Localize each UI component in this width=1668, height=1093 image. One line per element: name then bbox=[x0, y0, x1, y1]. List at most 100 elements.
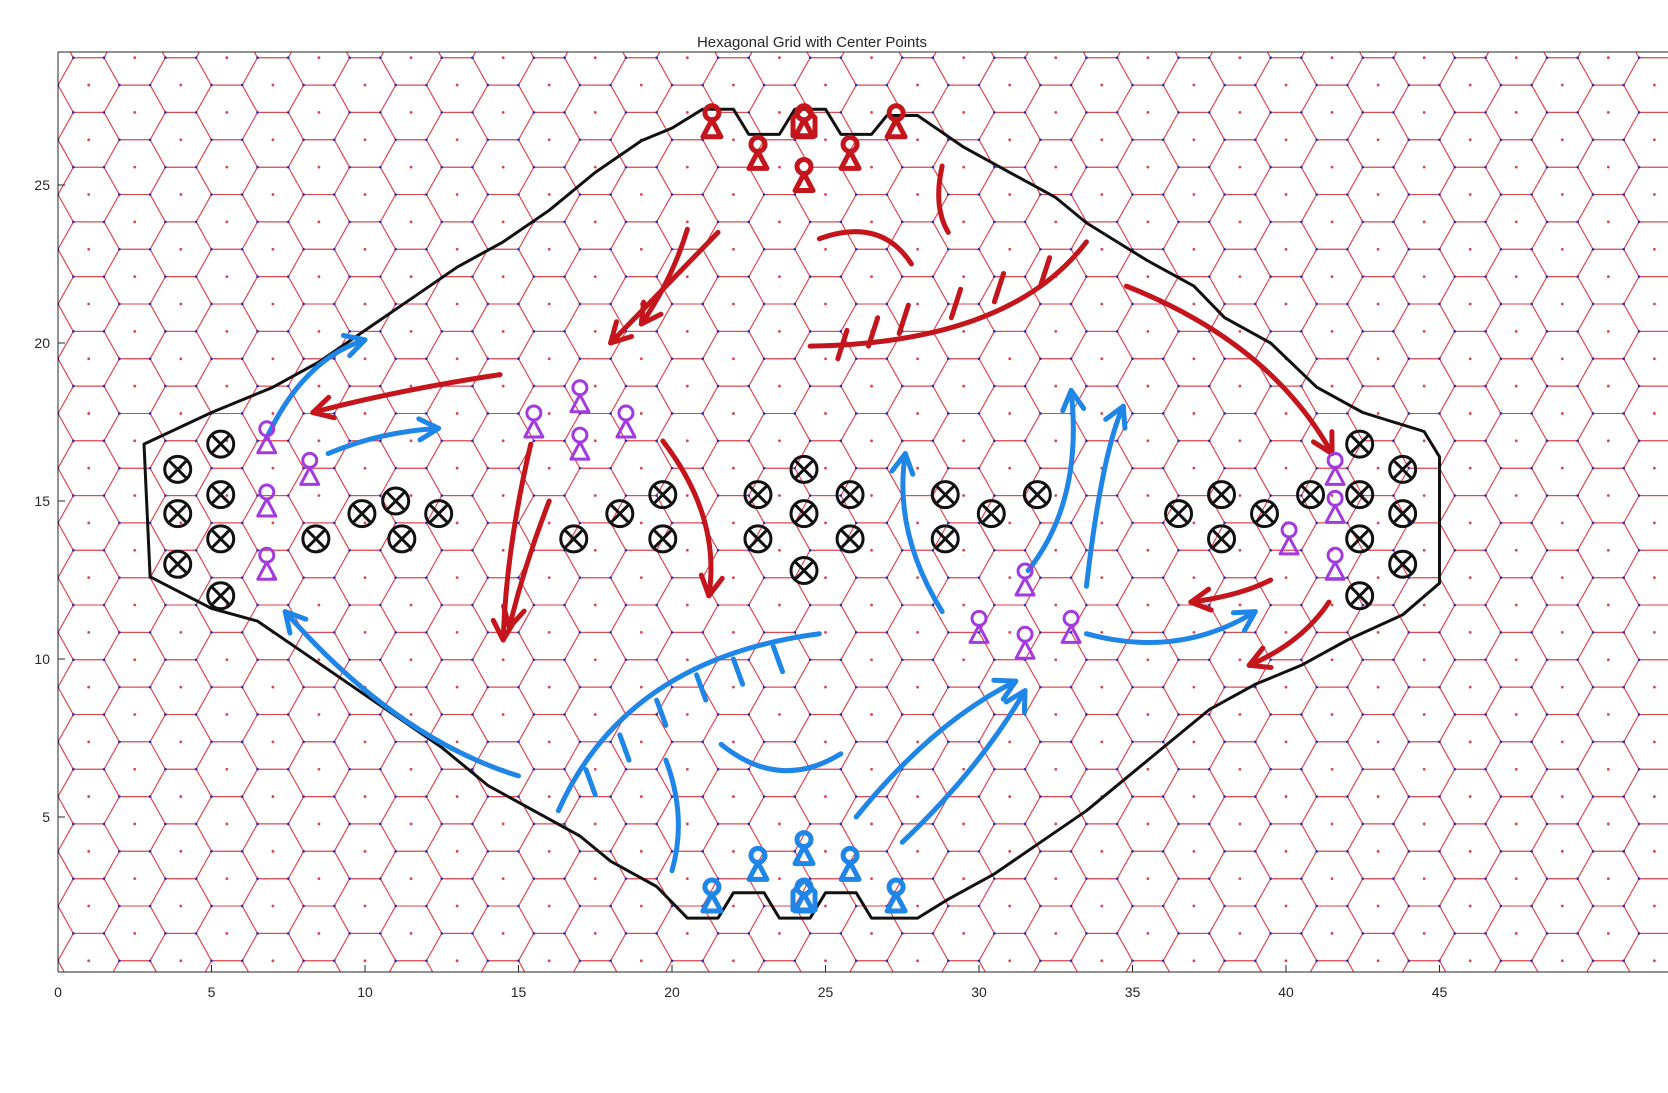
grid-vertex-point bbox=[164, 2, 167, 5]
grid-vertex-point bbox=[118, 466, 121, 470]
grid-vertex-point bbox=[655, 111, 658, 114]
hex-center-point bbox=[824, 685, 827, 689]
grid-vertex-point bbox=[241, 29, 244, 32]
hex-center-point bbox=[1008, 576, 1012, 580]
grid-vertex-point bbox=[1484, 165, 1487, 169]
hex-center-point bbox=[1514, 603, 1518, 607]
hex-center-point bbox=[1054, 494, 1058, 497]
grid-vertex-point bbox=[1576, 877, 1579, 880]
hex-center-point bbox=[824, 466, 827, 470]
grid-vertex-point bbox=[240, 576, 244, 579]
neutral-unit-icon-head bbox=[525, 404, 543, 422]
hex-center-point bbox=[732, 83, 735, 87]
hex-center-point bbox=[179, 740, 183, 744]
grid-vertex-point bbox=[809, 987, 812, 990]
grid-vertex-point bbox=[578, 138, 582, 142]
hex-cell bbox=[530, 52, 569, 59]
grid-vertex-point bbox=[1530, 685, 1533, 689]
hex-center-point bbox=[962, 658, 966, 662]
hex-center-point bbox=[1653, 83, 1656, 87]
hex-center-point bbox=[1560, 302, 1564, 306]
grid-vertex-point bbox=[1254, 247, 1257, 251]
grid-vertex-point bbox=[471, 220, 474, 224]
obstacle-icon bbox=[1250, 499, 1280, 529]
obstacle-icon bbox=[1345, 524, 1375, 554]
blue-arrow-up-left bbox=[282, 609, 521, 779]
grid-vertex-point bbox=[716, 439, 720, 443]
grid-vertex-point bbox=[533, 987, 536, 990]
grid-vertex-point bbox=[670, 357, 674, 361]
hex-center-point bbox=[962, 439, 966, 443]
hex-center-point bbox=[501, 877, 505, 881]
hex-cell bbox=[438, 52, 477, 59]
hex-center-point bbox=[1606, 548, 1610, 552]
grid-vertex-point bbox=[533, 2, 536, 5]
grid-vertex-point bbox=[655, 713, 658, 716]
grid-vertex-point bbox=[1591, 138, 1595, 142]
obstacle-cross bbox=[1393, 554, 1413, 574]
grid-vertex-point bbox=[1115, 603, 1119, 607]
grid-vertex-point bbox=[1392, 56, 1395, 59]
grid-vertex-point bbox=[1545, 548, 1549, 552]
grid-vertex-point bbox=[72, 494, 75, 497]
grid-vertex-point bbox=[425, 357, 428, 361]
grid-vertex-point bbox=[655, 384, 658, 388]
hex-center-point bbox=[962, 329, 966, 333]
grid-vertex-point bbox=[655, 2, 658, 5]
grid-vertex-point bbox=[302, 466, 305, 470]
grid-vertex-point bbox=[563, 932, 566, 935]
grid-vertex-point bbox=[1024, 987, 1027, 990]
grid-vertex-point bbox=[379, 56, 382, 59]
hex-center-point bbox=[87, 193, 91, 196]
blue-defense-arc bbox=[555, 631, 822, 814]
hex-cell bbox=[1117, 0, 1178, 30]
grid-vertex-point bbox=[1438, 685, 1441, 689]
grid-vertex-point bbox=[1438, 302, 1441, 306]
grid-vertex-point bbox=[1637, 548, 1641, 552]
grid-vertex-point bbox=[286, 877, 290, 880]
hex-center-point bbox=[1376, 740, 1380, 744]
hex-center-point bbox=[1146, 713, 1150, 716]
grid-vertex-point bbox=[1115, 494, 1119, 497]
blue-arrow-up-right bbox=[899, 688, 1028, 845]
grid-vertex-point bbox=[716, 548, 720, 552]
grid-vertex-point bbox=[102, 877, 106, 880]
hex-center-point bbox=[685, 877, 689, 881]
grid-vertex-point bbox=[900, 220, 904, 224]
obstacle-icon bbox=[206, 480, 236, 510]
grid-vertex-point bbox=[1269, 548, 1272, 552]
hex-center-point bbox=[1653, 959, 1656, 963]
hex-center-point bbox=[455, 357, 459, 361]
hex-center-point bbox=[225, 111, 229, 114]
grid-vertex-point bbox=[517, 959, 520, 963]
hex-center-point bbox=[1192, 193, 1196, 196]
hex-center-point bbox=[1238, 877, 1242, 881]
hex-center-point bbox=[1514, 494, 1518, 497]
grid-vertex-point bbox=[1269, 877, 1272, 880]
grid-vertex-point bbox=[993, 56, 996, 59]
grid-vertex-point bbox=[1637, 603, 1641, 607]
grid-vertex-point bbox=[624, 494, 628, 497]
hex-cell bbox=[472, 0, 533, 30]
grid-vertex-point bbox=[194, 767, 198, 771]
neutral-unit-icon-head bbox=[258, 483, 276, 501]
grid-vertex-point bbox=[394, 521, 398, 525]
grid-vertex-point bbox=[102, 56, 106, 59]
grid-vertex-point bbox=[1453, 220, 1457, 224]
grid-vertex-point bbox=[1208, 2, 1211, 5]
hex-center-point bbox=[1054, 384, 1058, 388]
grid-vertex-point bbox=[256, 548, 259, 552]
hex-center-point bbox=[824, 193, 827, 196]
grid-vertex-point bbox=[394, 795, 398, 798]
hex-cell bbox=[1623, 878, 1668, 934]
grid-vertex-point bbox=[947, 631, 950, 634]
hex-center-point bbox=[1330, 767, 1334, 771]
grid-vertex-point bbox=[763, 1014, 766, 1017]
grid-vertex-point bbox=[348, 220, 351, 224]
red-arrow-curve-down bbox=[660, 438, 714, 599]
grid-vertex-point bbox=[1023, 165, 1027, 169]
grid-vertex-point bbox=[1069, 83, 1073, 87]
hex-center-point bbox=[1514, 111, 1518, 114]
hex-center-point bbox=[133, 439, 137, 443]
hex-center-point bbox=[1330, 56, 1334, 60]
